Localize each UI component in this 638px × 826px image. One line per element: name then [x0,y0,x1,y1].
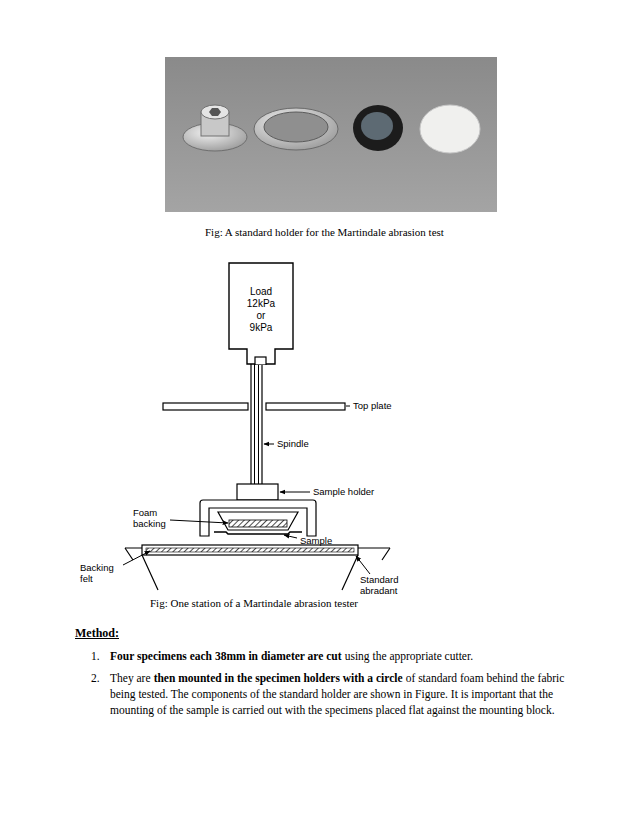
load-box-outline [229,263,293,364]
spindle [251,356,262,486]
sample-holder [200,500,316,536]
standard-abradant [142,545,358,555]
box-text-holder: Load 12kPa or 9kPa [228,286,294,335]
backing-felt [146,548,354,552]
leader-line [346,406,350,407]
top-plate [266,403,345,410]
leader-arrow [356,556,370,574]
leader-arrow [284,535,297,538]
foam-disc [353,105,403,151]
list-item-text: Four specimens each 38mm in diameter are… [110,648,565,664]
holder-ring [254,108,338,150]
fabric-specimen [420,105,480,153]
list-number: 1. [91,648,100,664]
foam-disc-face [361,112,393,140]
foam-backing [229,520,287,527]
body-text: using the appropriate cutter. [345,650,473,662]
spindle-top [255,357,266,365]
holder-stem [237,484,278,500]
part-label: Backing felt [80,562,120,584]
part-label: Foam backing [133,507,171,529]
photo-background [165,57,497,212]
abradant-table [125,548,390,590]
part-label: Top plate [353,400,392,411]
holder-stem-top [201,105,229,119]
list-number: 2. [91,670,100,686]
figure-caption: Fig: A standard holder for the Martindal… [205,226,444,239]
holder-ring-inner [264,112,328,142]
leader-arrow [123,551,150,565]
spindle-bore [255,356,259,486]
load-label: Load 12kPa or 9kPa [245,286,277,334]
part-label: Sample [300,535,332,546]
part-label: Standard abradant [360,574,406,596]
list-item-text: They arethen mounted in the specimen hol… [110,670,565,718]
sample [214,532,302,534]
hex-socket [209,108,221,116]
top-plate [163,403,248,410]
bold-text: then mounted in the specimen holders wit… [154,672,403,684]
leader-arrow [170,520,228,523]
section-heading: Method: [75,626,119,640]
load-weight-box: Load 12kPa or 9kPa [228,262,294,365]
holder-cup [218,512,298,530]
part-label: Sample holder [313,486,374,497]
body-text: They are [110,672,151,684]
bold-text: Four specimens each 38mm in diameter are… [110,650,342,662]
figure-caption: Fig: One station of a Martindale abrasio… [150,597,358,610]
leader-arrow [280,492,310,493]
leader-arrow [264,444,274,445]
part-label: Spindle [277,438,309,449]
